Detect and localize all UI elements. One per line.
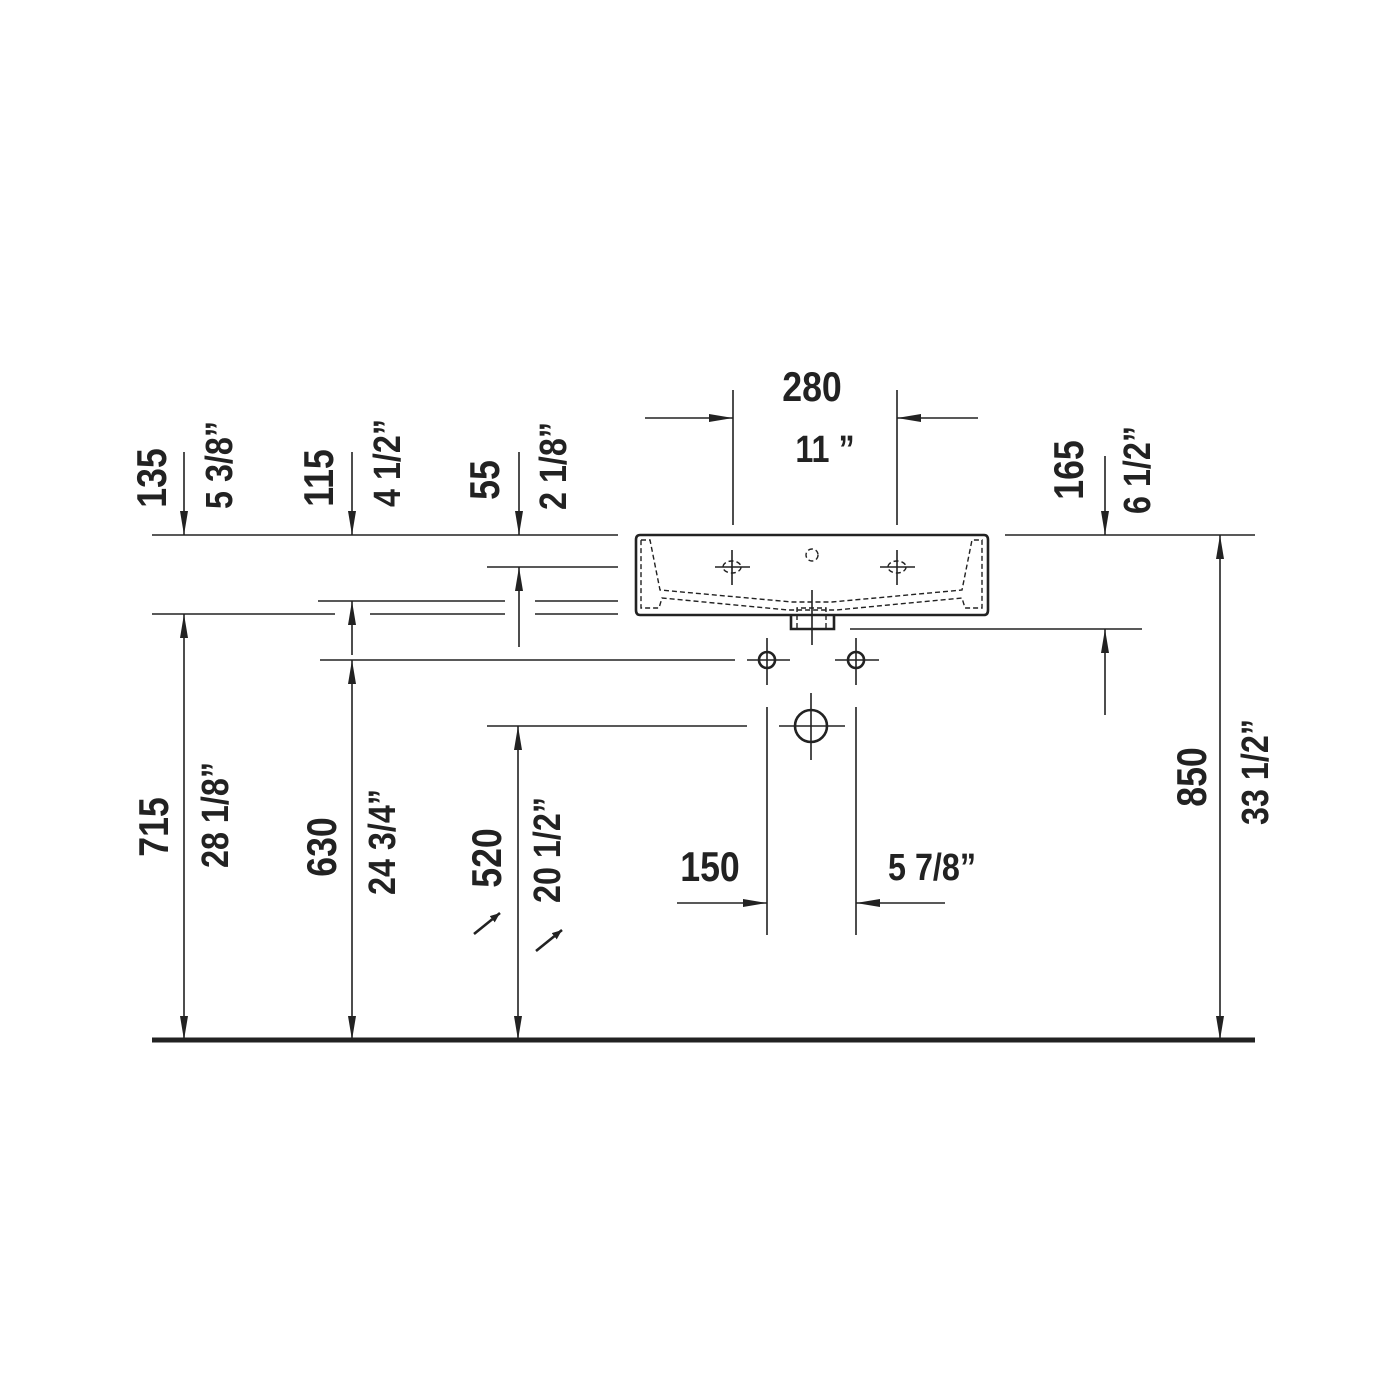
dim-520-mm: 520: [464, 828, 510, 888]
dim-630-inch: 24 3/4”: [362, 789, 404, 895]
dim-850-mm: 850: [1169, 747, 1215, 807]
dim-280-inch: 11 ”: [795, 429, 854, 471]
dim-150-inch: 5 7/8”: [888, 847, 976, 889]
dim-715-mm: 715: [131, 797, 177, 857]
dim-115-mm: 115: [296, 449, 342, 507]
water-supply-left: [747, 638, 790, 685]
dim-715-inch: 28 1/8”: [195, 762, 237, 868]
dim-55-mm: 55: [462, 460, 508, 500]
pointer-arrow-520: [473, 911, 501, 936]
dim-150-mm: 150: [680, 844, 740, 890]
dim-850-inch: 33 1/2”: [1235, 719, 1277, 825]
washbasin-front-view: [634, 533, 990, 645]
dim-135-mm: 135: [129, 448, 175, 508]
dim-165-inch: 6 1/2”: [1117, 426, 1159, 514]
dim-630-mm: 630: [299, 817, 345, 877]
dimension-arrows: [180, 414, 1224, 1040]
dim-280-mm: 280: [782, 364, 842, 410]
overflow-hole: [805, 548, 819, 562]
dim-165-mm: 165: [1046, 440, 1092, 500]
dim-135-inch: 5 3/8”: [199, 421, 241, 509]
dim-520-inch: 20 1/2”: [527, 797, 569, 903]
waste-outlet: [779, 693, 845, 760]
dim-115-inch: 4 1/2”: [367, 419, 409, 507]
pointer-arrow-20-1-2: [535, 928, 563, 953]
dim-55-inch: 2 1/8”: [533, 422, 575, 510]
dimension-labels: 135 5 3/8” 115 4 1/2” 55 2 1/8” 165 6 1/…: [129, 364, 1276, 902]
tap-hole-left: [715, 550, 750, 585]
tap-hole-right: [880, 550, 915, 585]
water-supply-right: [835, 638, 879, 685]
